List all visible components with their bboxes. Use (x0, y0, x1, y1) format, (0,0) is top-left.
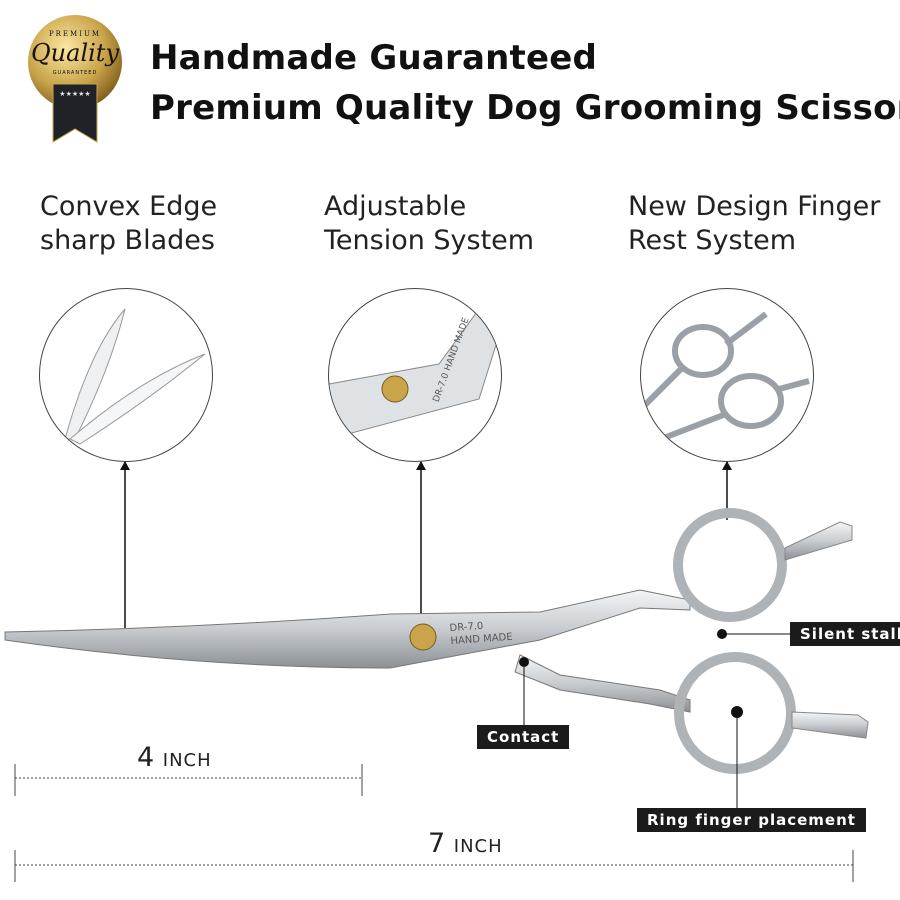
badge-main-text: Quality (31, 39, 119, 67)
dimension-short-value: 4 (137, 742, 155, 773)
dimension-long-value: 7 (428, 828, 446, 859)
callout-silent-stall: Silent stall (790, 622, 900, 646)
callout-contact: Contact (477, 725, 570, 749)
detail-circle-finger-rest (640, 288, 814, 462)
callout-ring-finger: Ring finger placement (637, 808, 866, 832)
dimension-short-unit: INCH (162, 750, 212, 771)
page-title-line1: Handmade Guaranteed (150, 38, 598, 78)
badge-stars: ★★★★★ (59, 90, 91, 98)
feature-label-tension: Adjustable Tension System (324, 191, 535, 256)
detail-circle-tension: DR-7.0 HAND MADE (328, 288, 502, 462)
feature-label-blades: Convex Edge sharp Blades (40, 191, 218, 256)
page-title-line2: Premium Quality Dog Grooming Scissor (150, 88, 900, 128)
feature-label-finger-rest: New Design Finger Rest System (628, 191, 881, 256)
quality-badge: PREMIUM Quality GUARANTEED ★★★★★ (25, 14, 125, 149)
badge-top-text: PREMIUM (48, 30, 102, 38)
dimension-long-unit: INCH (453, 836, 503, 857)
blade-engraving: DR-7.0 HAND MADE (449, 618, 513, 648)
badge-bottom-text: GUARANTEED (52, 70, 98, 76)
dimension-7-inch: 7 INCH (428, 828, 503, 859)
badge-graphic (28, 15, 122, 143)
detail-circle-blades (39, 288, 213, 462)
dimension-4-inch: 4 INCH (137, 742, 212, 773)
